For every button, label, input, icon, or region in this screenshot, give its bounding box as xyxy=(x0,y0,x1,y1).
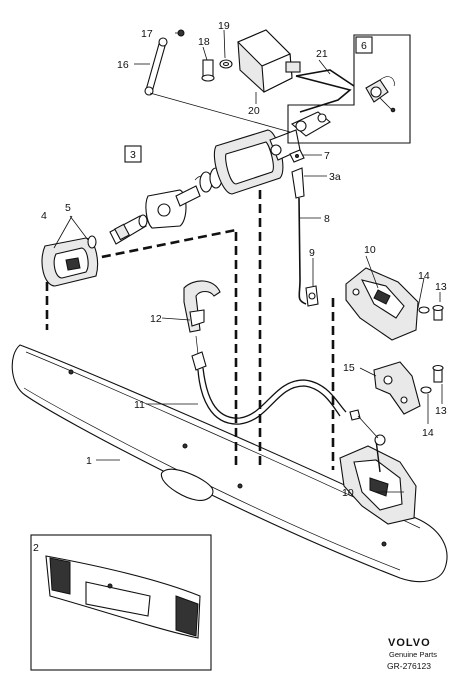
callout-19: 19 xyxy=(218,20,230,32)
brand-block: VOLVO Genuine Parts GR-276123 xyxy=(387,637,437,671)
callout-4: 4 xyxy=(41,210,47,222)
callout-17: 17 xyxy=(141,28,153,40)
callout-3: 3 xyxy=(130,149,136,161)
callout-11: 11 xyxy=(134,399,145,411)
bolt-13b xyxy=(432,364,444,383)
callout-14-upper: 14 xyxy=(418,270,430,282)
callout-16: 16 xyxy=(117,59,129,71)
washer-19 xyxy=(219,59,233,69)
clip-9 xyxy=(305,285,319,307)
callout-10-lower: 10 xyxy=(342,487,354,499)
callout-10-upper: 10 xyxy=(364,244,376,256)
lock-cylinder xyxy=(87,214,148,249)
callout-9: 9 xyxy=(309,247,315,259)
actuator-rod xyxy=(144,37,291,133)
callout-15: 15 xyxy=(343,362,355,374)
brand-subtitle: Genuine Parts xyxy=(389,650,437,659)
nut-7 xyxy=(289,149,305,163)
callout-6-box xyxy=(355,36,373,54)
latch-upper xyxy=(345,267,419,341)
handle-unit xyxy=(214,129,301,195)
callout-1: 1 xyxy=(86,455,92,467)
callout-13-upper: 13 xyxy=(435,281,447,293)
detail-box-6 xyxy=(287,34,411,144)
tailgate-trim-strip xyxy=(11,344,448,583)
lock-plate xyxy=(145,185,201,229)
callout-18: 18 xyxy=(198,36,210,48)
leader-lines xyxy=(53,29,443,493)
callout-3-box xyxy=(124,145,142,163)
callout-labels: 17 16 18 19 20 21 6 3 7 3a 8 9 10 14 13 … xyxy=(33,20,447,554)
screw-18 xyxy=(201,59,215,82)
lock-clip-assembly xyxy=(290,111,331,137)
rod-8 xyxy=(298,197,307,305)
actuator-motor xyxy=(237,29,301,93)
release-handle xyxy=(183,280,221,333)
link-rod-21 xyxy=(295,69,355,113)
washer-14b xyxy=(420,386,432,394)
bolt-13a xyxy=(432,304,444,321)
detail-box-2 xyxy=(30,534,212,671)
callout-6: 6 xyxy=(361,40,367,52)
callout-20: 20 xyxy=(248,105,260,117)
striker-15 xyxy=(373,361,421,415)
callout-5: 5 xyxy=(65,202,71,214)
washer-14a xyxy=(418,306,430,314)
diagram-reference: GR-276123 xyxy=(387,661,431,671)
callout-14-lower: 14 xyxy=(422,427,434,439)
callout-21: 21 xyxy=(316,48,328,60)
handle-housing xyxy=(41,237,99,287)
plug-3a xyxy=(291,167,305,199)
bolt-17 xyxy=(177,29,185,37)
callout-13-lower: 13 xyxy=(435,405,447,417)
callout-3a: 3a xyxy=(329,171,341,183)
callout-2: 2 xyxy=(33,542,39,554)
latch-lower xyxy=(339,409,417,525)
callout-8: 8 xyxy=(324,213,330,225)
callout-7: 7 xyxy=(324,150,330,162)
brand-logo-text: VOLVO xyxy=(388,637,431,649)
release-cable xyxy=(191,335,347,425)
callout-12: 12 xyxy=(150,313,162,325)
